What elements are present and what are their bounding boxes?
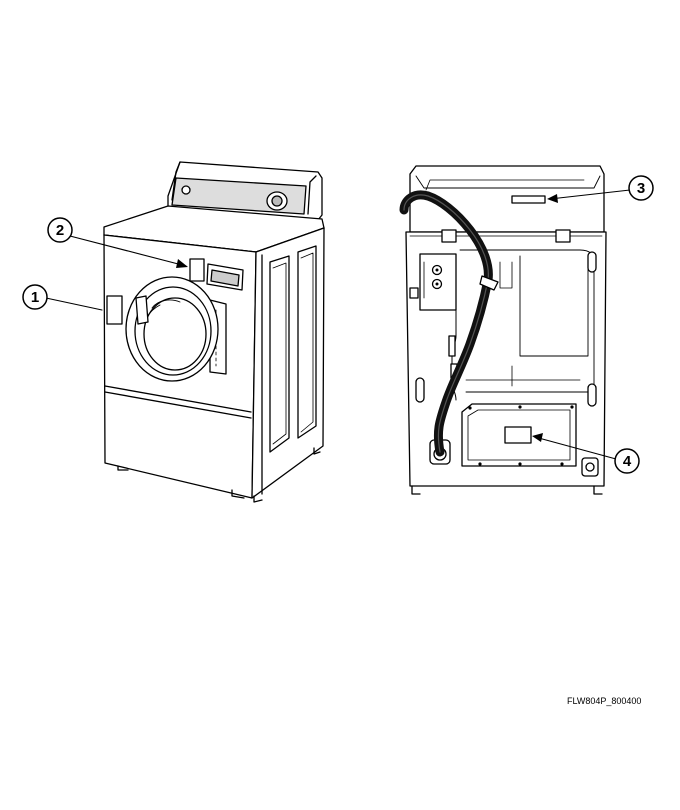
rear-washer [399, 165, 607, 495]
rear-panel-label [504, 426, 532, 444]
callout-circle [628, 175, 654, 201]
callout-number: 1 [31, 289, 39, 306]
callout-3: 3 [547, 175, 654, 203]
callout-number: 2 [56, 222, 64, 239]
callout-circle [47, 217, 73, 243]
callout-number: 3 [637, 180, 645, 197]
front-side-label [106, 295, 123, 325]
callout-circle [614, 448, 640, 474]
figure-code: FLW804P_800400 [567, 696, 642, 706]
door-glass [143, 297, 207, 371]
callout-4: 4 [532, 433, 640, 474]
callout-circle [22, 284, 48, 310]
rear-top-label [511, 195, 546, 204]
front-washer [103, 161, 325, 503]
callout-1: 1 [22, 284, 103, 311]
callout-2: 2 [47, 217, 188, 268]
control-label [189, 258, 205, 282]
console-knob-left [181, 185, 191, 195]
door-handle [135, 295, 149, 325]
callout-number: 4 [623, 453, 632, 470]
